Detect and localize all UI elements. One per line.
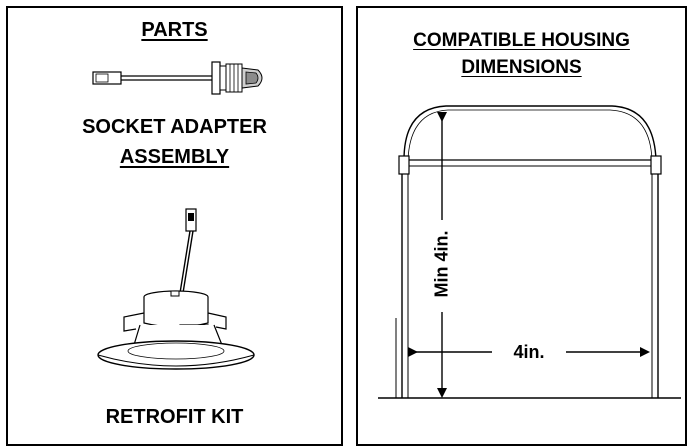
width-dimension-label: 4in.	[513, 342, 545, 362]
socket-adapter-label-line1: SOCKET ADAPTER	[82, 116, 267, 138]
height-dimension-label: Min 4in.	[431, 230, 452, 298]
socket-adapter-illustration	[92, 61, 263, 95]
retrofit-kit-label: RETROFIT KIT	[105, 406, 244, 428]
housing-diagram	[378, 105, 681, 399]
retrofit-kit-illustration	[97, 208, 255, 370]
housing-dimensions-panel	[356, 6, 687, 446]
socket-adapter-label-line2: ASSEMBLY	[119, 146, 230, 168]
housing-heading-line2: DIMENSIONS	[461, 57, 582, 78]
parts-panel	[6, 6, 343, 446]
parts-heading: PARTS	[141, 19, 208, 41]
housing-heading-line1: COMPATIBLE HOUSING	[413, 30, 630, 51]
